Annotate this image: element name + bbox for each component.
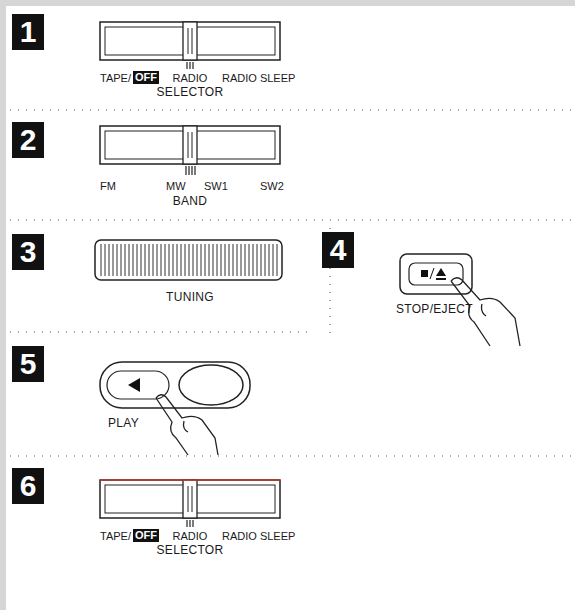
button-name: PLAY: [108, 416, 139, 430]
band-label: FM: [100, 180, 116, 193]
pointing-hand: [156, 395, 218, 455]
step-number-box: 4: [322, 232, 354, 268]
band-switch: [100, 126, 280, 164]
step-number-box: 1: [12, 14, 44, 50]
switch-name: SELECTOR: [157, 85, 224, 99]
selector-switch: [100, 22, 280, 60]
tuning-wheel: [95, 240, 282, 280]
band-label: SW1: [204, 180, 228, 193]
position-ticks: [187, 520, 193, 527]
button-face: [409, 263, 463, 285]
panel: [6, 6, 575, 610]
position-label: OFF: [133, 71, 159, 84]
stop-symbol: [421, 270, 428, 277]
position-label: TAPE/: [100, 72, 131, 85]
switch-name: SELECTOR: [157, 543, 224, 557]
step-number-box: 3: [12, 234, 44, 270]
position-label: TAPE/: [100, 530, 131, 543]
stop-eject-button: [400, 254, 472, 294]
reverse-symbol: [128, 378, 140, 392]
slider-edge: [100, 479, 280, 481]
position-label: RADIO SLEEP: [222, 530, 295, 543]
step-number: 4: [330, 235, 347, 265]
play-button-housing: [100, 362, 250, 408]
position-label: RADIO SLEEP: [222, 72, 295, 85]
step-number: 3: [20, 237, 37, 267]
control-name: TUNING: [166, 290, 214, 304]
step-number: 1: [20, 17, 37, 47]
slash-symbol: [430, 268, 434, 279]
step-number: 5: [20, 349, 37, 379]
position-ticks: [187, 62, 193, 69]
switch-name: BAND: [173, 194, 208, 208]
button-name: STOP/EJECT: [396, 302, 473, 316]
position-label: RADIO: [173, 530, 208, 543]
selector-switch: [100, 480, 280, 518]
step-number-box: 5: [12, 346, 44, 382]
band-label: MW: [166, 180, 186, 193]
step-number: 2: [20, 125, 37, 155]
play-key: [179, 365, 243, 405]
separators: [10, 110, 575, 456]
step-number-box: 2: [12, 122, 44, 158]
position-label: OFF: [133, 529, 159, 542]
eject-symbol: [436, 268, 446, 280]
band-label: SW2: [260, 180, 284, 193]
position-ticks: [186, 166, 195, 175]
position-label: RADIO: [173, 72, 208, 85]
wheel-knurling: [101, 244, 277, 276]
step-number: 6: [20, 471, 37, 501]
step-number-box: 6: [12, 468, 44, 504]
